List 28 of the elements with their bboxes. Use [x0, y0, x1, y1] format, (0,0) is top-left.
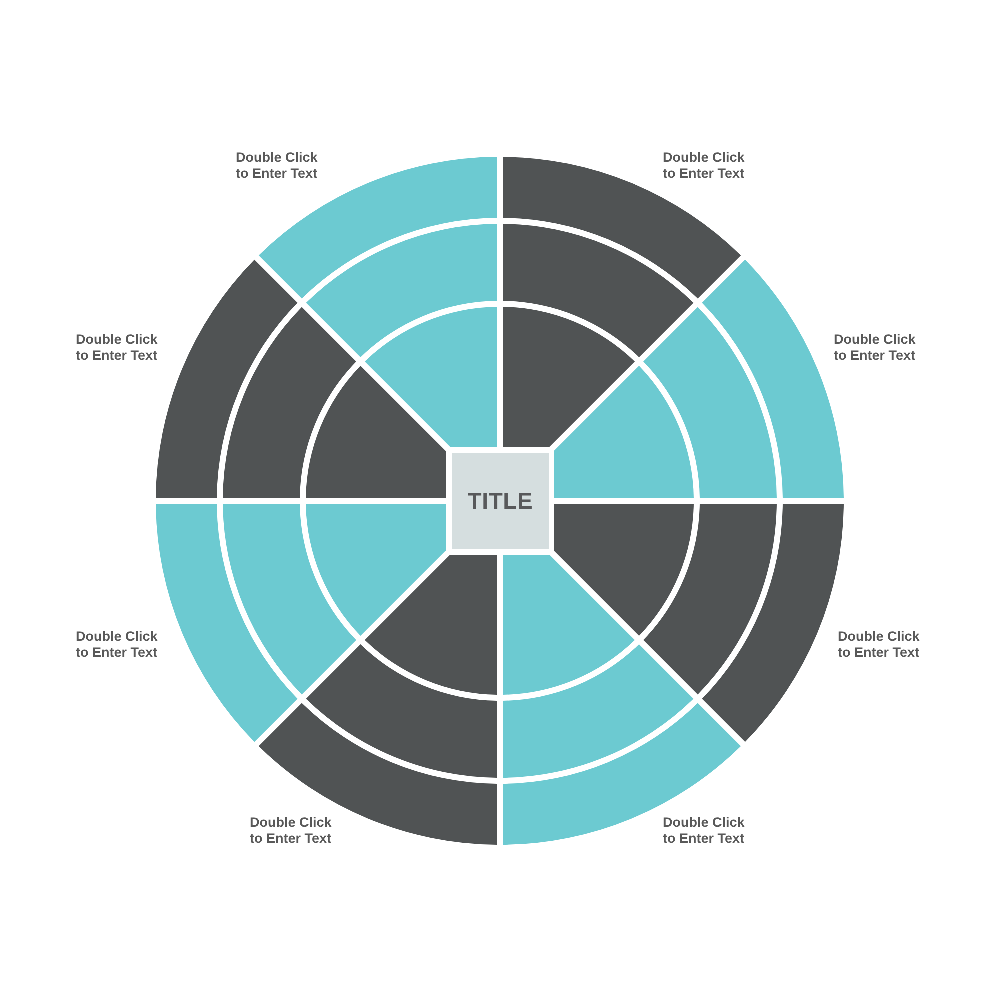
- ring-segment: [223, 307, 356, 498]
- ring-segment: [156, 260, 298, 498]
- sector-label: Double Click to Enter Text: [663, 150, 746, 182]
- ring-segment: [554, 504, 694, 636]
- ring-segment: [554, 366, 694, 498]
- ring-segment: [503, 555, 636, 695]
- ring-segment: [644, 504, 777, 695]
- sector-label: Double Click to Enter Text: [663, 815, 746, 847]
- sector-label: Double Click to Enter Text: [838, 629, 921, 661]
- sector-label: Double Click to Enter Text: [76, 629, 159, 661]
- ring-segment: [306, 224, 497, 358]
- ring-segment: [503, 224, 694, 358]
- ring-segment: [644, 307, 777, 498]
- title-box: [452, 453, 549, 549]
- ring-segment: [223, 504, 356, 695]
- ring-segment: [306, 644, 497, 778]
- sector-label: Double Click to Enter Text: [76, 332, 159, 364]
- sector-label: Double Click to Enter Text: [250, 815, 333, 847]
- ring-segment: [503, 307, 636, 447]
- ring-segment: [364, 307, 497, 447]
- ring-segment: [306, 366, 446, 498]
- title-text: TITLE: [468, 488, 534, 514]
- sector-label: Double Click to Enter Text: [834, 332, 917, 364]
- sector-label: Double Click to Enter Text: [236, 150, 319, 182]
- ring-segment: [364, 555, 497, 695]
- ring-segment: [156, 504, 298, 742]
- ring-segment: [306, 504, 446, 636]
- ring-segment: [503, 644, 694, 778]
